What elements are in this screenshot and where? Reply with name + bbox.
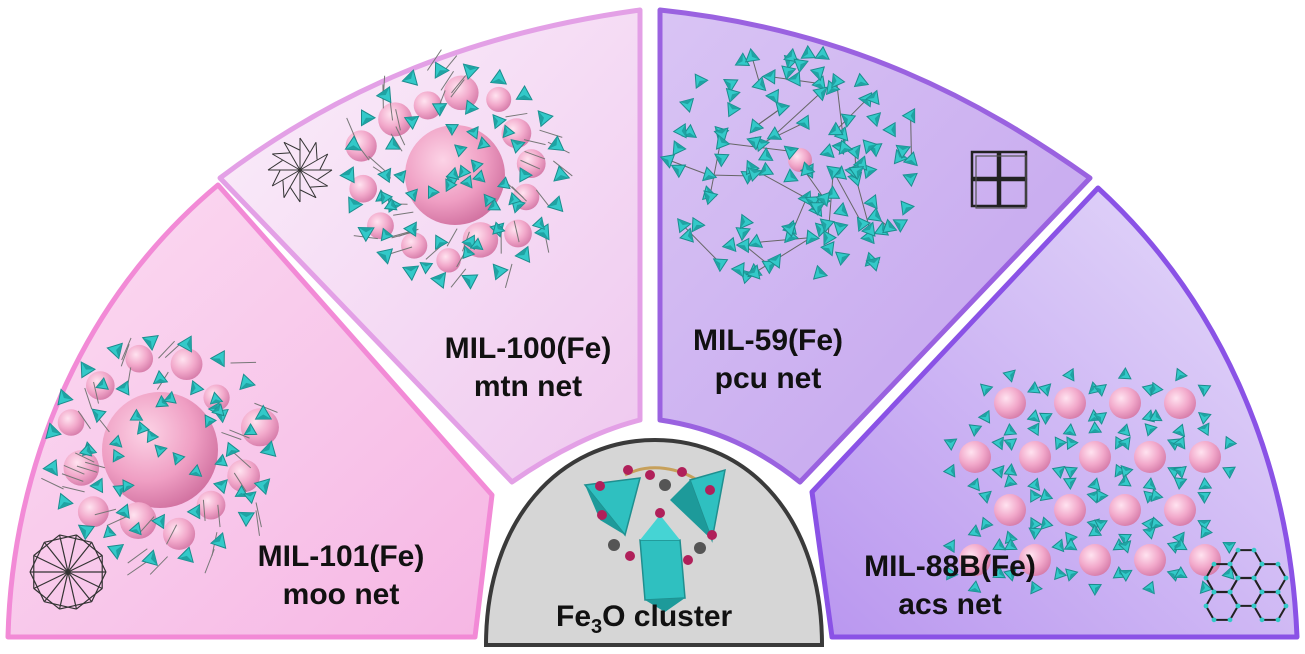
mil88b-net: acs net: [898, 587, 1002, 621]
mil88b-structure: [942, 367, 1238, 596]
mil100-name: MIL-100(Fe): [444, 332, 612, 365]
net-topology-icons: [29, 137, 1289, 623]
cluster-label: Fe3O cluster: [556, 600, 732, 639]
mil59-net: pcu net: [714, 361, 822, 395]
mil88b-name: MIL-88B(Fe): [864, 550, 1036, 583]
cluster-label-prefix: Fe: [556, 600, 592, 633]
label-mil88b: MIL-88B(Fe) acs net: [840, 548, 1060, 623]
label-mil100: MIL-100(Fe) mtn net: [423, 330, 633, 405]
fe3o-cluster-structure: [583, 465, 726, 612]
mil101-net: moo net: [282, 577, 400, 611]
cluster-label-subscript: 3: [591, 616, 603, 638]
label-mil101: MIL-101(Fe) moo net: [236, 538, 446, 613]
mil101-structure: [41, 335, 279, 576]
label-mil59: MIL-59(Fe) pcu net: [668, 322, 868, 397]
mil100-net: mtn net: [473, 369, 583, 403]
cluster-label-suffix: O cluster: [602, 600, 733, 633]
mil59-structure: [659, 44, 918, 285]
mil100-structure: [339, 49, 573, 290]
sector-mil59: [657, 7, 1093, 485]
sector-mil100: [217, 7, 643, 485]
mil101-name: MIL-101(Fe): [257, 540, 425, 573]
mil59-name: MIL-59(Fe): [693, 324, 843, 357]
